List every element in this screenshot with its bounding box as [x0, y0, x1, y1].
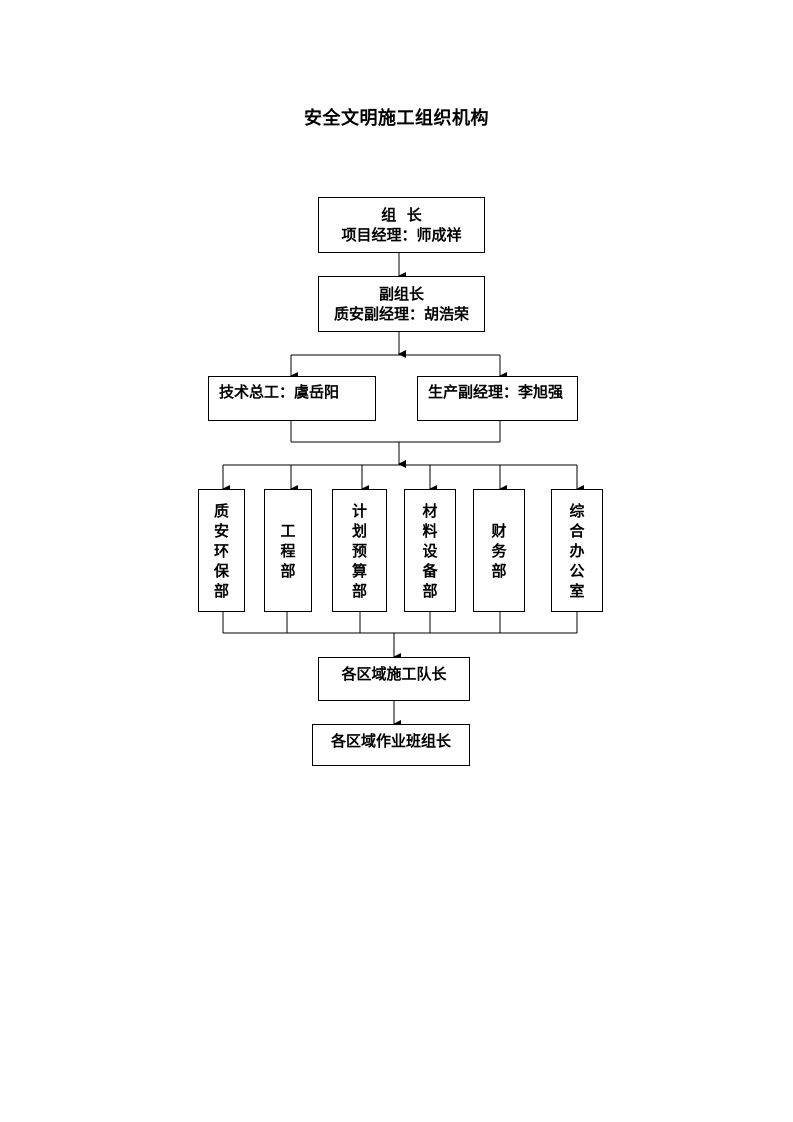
- dept-char: 部: [213, 581, 229, 600]
- dept-char: 程: [280, 541, 296, 560]
- dept-char: 质: [213, 501, 229, 520]
- dept-general-office-box: 综 合 办 公 室: [551, 489, 603, 612]
- team-leaders-box: 各区域施工队长: [318, 657, 470, 701]
- dept-char: 务: [491, 541, 507, 560]
- dept-engineering-box: 工 程 部: [264, 489, 312, 612]
- dept-char: 设: [422, 541, 438, 560]
- dept-planning-budget-box: 计 划 预 算 部: [332, 489, 387, 612]
- dept-finance-box: 财 务 部: [473, 489, 525, 612]
- page-title: 安全文明施工组织机构: [304, 108, 489, 129]
- dept-char: 预: [351, 541, 367, 560]
- group-leaders-label: 各区域作业班组长: [330, 732, 451, 750]
- leader-name: 项目经理：师成祥: [341, 226, 462, 244]
- dept-char: 部: [351, 581, 367, 600]
- deputy-box: 副组长 质安副经理：胡浩荣: [318, 276, 485, 332]
- dept-char: 公: [569, 561, 585, 580]
- dept-char: 办: [569, 541, 585, 560]
- dept-char: 材: [422, 501, 438, 520]
- dept-char: 料: [422, 521, 438, 540]
- leader-box: 组 长 项目经理：师成祥: [318, 197, 485, 253]
- deputy-title: 副组长: [378, 285, 424, 303]
- dept-char: 部: [280, 561, 296, 580]
- dept-char: 部: [422, 581, 438, 600]
- tech-chief-label: 技术总工：虞岳阳: [219, 383, 340, 401]
- dept-char: 备: [422, 561, 438, 580]
- dept-char: 合: [569, 521, 585, 540]
- dept-char: 划: [351, 521, 367, 540]
- team-leaders-label: 各区域施工队长: [341, 665, 447, 683]
- tech-chief-box: 技术总工：虞岳阳: [208, 376, 376, 421]
- dept-quality-safety-box: 质 安 环 保 部: [198, 489, 245, 612]
- dept-materials-equipment-box: 材 料 设 备 部: [404, 489, 456, 612]
- dept-char: 安: [213, 521, 229, 540]
- dept-char: 部: [491, 561, 507, 580]
- dept-char: 财: [491, 521, 507, 540]
- dept-char: 工: [280, 521, 296, 540]
- dept-char: 环: [213, 541, 229, 560]
- production-deputy-label: 生产副经理：李旭强: [428, 383, 564, 401]
- dept-char: 计: [351, 501, 367, 520]
- production-deputy-box: 生产副经理：李旭强: [417, 376, 578, 421]
- deputy-name: 质安副经理：胡浩荣: [333, 305, 469, 323]
- dept-char: 室: [569, 581, 585, 600]
- dept-char: 综: [569, 501, 585, 520]
- group-leaders-box: 各区域作业班组长: [312, 724, 470, 766]
- leader-title: 组 长: [381, 206, 422, 224]
- dept-char: 保: [213, 561, 229, 580]
- dept-char: 算: [351, 561, 367, 580]
